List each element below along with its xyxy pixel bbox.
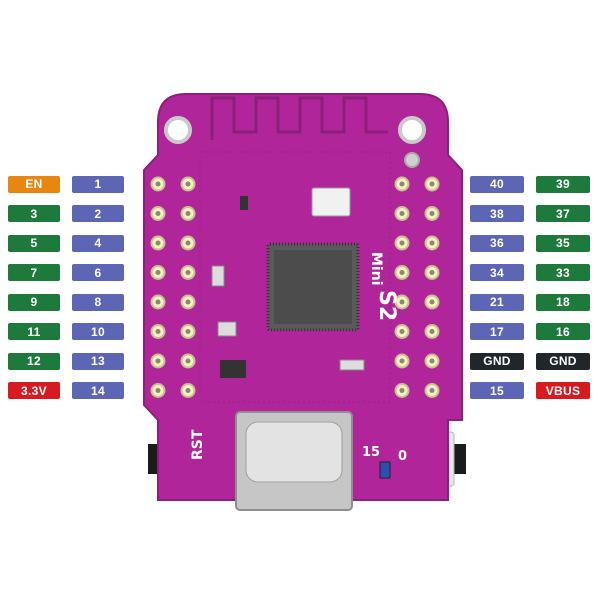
header-pin-hole	[185, 240, 191, 246]
component-resistor	[240, 196, 248, 210]
left-func-label: 7	[8, 264, 60, 281]
right-outer-label: 35	[536, 234, 590, 252]
header-pin-hole	[429, 181, 435, 187]
left-pin-number: 1	[72, 175, 124, 193]
left-header	[150, 176, 196, 398]
left-func-label: 3	[8, 205, 60, 222]
right-inner-label: 40	[470, 175, 524, 193]
component-capacitor	[211, 265, 225, 287]
header-pin-hole	[185, 181, 191, 187]
crystal	[311, 187, 351, 217]
right-inner-label: 17	[470, 323, 524, 340]
mount-hole-left	[164, 116, 192, 144]
right-inner-label: 15	[470, 382, 524, 399]
right-inner-label: 38	[470, 205, 524, 222]
header-pin-hole	[185, 388, 191, 393]
header-pin-hole	[155, 181, 161, 187]
boot-label: 0	[398, 449, 407, 464]
via-field	[199, 151, 391, 403]
left-func-label: 9	[8, 293, 60, 311]
right-inner-label: 34	[470, 264, 524, 281]
reset-label: RST	[190, 429, 206, 460]
right-inner-label: 21	[470, 293, 524, 311]
header-pin-hole	[399, 388, 405, 393]
right-outer-label: 18	[536, 293, 590, 311]
header-pin-hole	[429, 329, 435, 334]
header-pin-hole	[429, 270, 435, 275]
header-pin-hole	[429, 240, 435, 246]
header-pin-hole	[399, 181, 405, 187]
header-pin-hole	[399, 329, 405, 334]
left-func-label: EN	[8, 175, 60, 193]
voltage-regulator	[220, 360, 246, 378]
led-label: 15	[362, 445, 380, 460]
left-func-label: 3.3V	[8, 382, 60, 399]
left-pin-number: 14	[72, 382, 124, 399]
right-header	[394, 176, 440, 398]
header-pin-hole	[429, 299, 435, 305]
right-inner-label: 36	[470, 234, 524, 252]
header-pin-hole	[155, 358, 161, 364]
header-pin-hole	[185, 270, 191, 275]
header-pin-hole	[155, 270, 161, 275]
header-pin-hole	[399, 270, 405, 275]
right-outer-label: GND	[536, 352, 590, 370]
usb-c-port	[245, 421, 343, 483]
right-inner-label: GND	[470, 352, 524, 370]
right-outer-label: 33	[536, 264, 590, 281]
left-pin-number: 4	[72, 234, 124, 252]
left-pin-number: 13	[72, 352, 124, 370]
right-outer-label: VBUS	[536, 382, 590, 399]
component-capacitor	[217, 321, 237, 337]
left-func-label: 5	[8, 234, 60, 252]
brand-small: Mini	[368, 252, 384, 286]
header-pin-hole	[429, 388, 435, 393]
header-pin-hole	[155, 299, 161, 305]
header-pin-hole	[185, 211, 191, 216]
component-capacitor	[339, 359, 365, 371]
right-outer-label: 37	[536, 205, 590, 222]
left-pin-number: 6	[72, 264, 124, 281]
header-pin-hole	[185, 358, 191, 364]
fiducial	[404, 152, 420, 168]
chip-die	[274, 250, 352, 324]
header-pin-hole	[185, 329, 191, 334]
left-pin-number: 10	[72, 323, 124, 340]
header-pin-hole	[399, 240, 405, 246]
brand-big: S2	[374, 290, 399, 321]
header-pin-hole	[155, 329, 161, 334]
antenna-trace	[210, 96, 388, 140]
boot-button-cap	[452, 444, 466, 474]
header-pin-hole	[155, 388, 161, 393]
left-pin-number: 8	[72, 293, 124, 311]
right-outer-label: 16	[536, 323, 590, 340]
header-pin-hole	[429, 211, 435, 216]
left-func-label: 11	[8, 323, 60, 340]
led	[379, 461, 391, 479]
header-pin-hole	[399, 211, 405, 216]
header-pin-hole	[185, 299, 191, 305]
left-pin-number: 2	[72, 205, 124, 222]
mount-hole-right	[398, 116, 426, 144]
header-pin-hole	[399, 299, 405, 305]
header-pin-hole	[429, 358, 435, 364]
left-func-label: 12	[8, 352, 60, 370]
header-pin-hole	[155, 240, 161, 246]
header-pin-hole	[399, 358, 405, 364]
right-outer-label: 39	[536, 175, 590, 193]
header-pin-hole	[155, 211, 161, 216]
